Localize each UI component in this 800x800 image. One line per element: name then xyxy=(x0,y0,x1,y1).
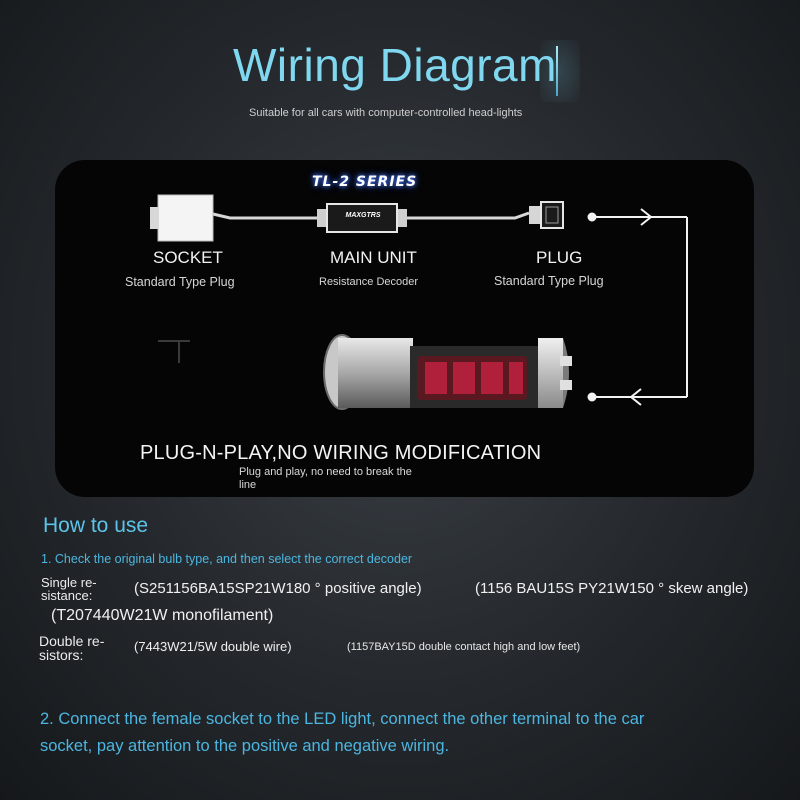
step-1-text: 1. Check the original bulb type, and the… xyxy=(41,552,413,566)
how-to-use-heading: How to use xyxy=(43,514,149,537)
cable-wire xyxy=(212,212,317,220)
cable-wire xyxy=(407,211,530,220)
page-title: Wiring Diagram xyxy=(233,39,557,91)
double-resistors-value: (7443W21/5W double wire) xyxy=(134,639,292,654)
double-resistors-label: Double re-sistors: xyxy=(39,633,105,663)
plug-n-play-caption: Plug and play, no need to break the line xyxy=(239,466,412,491)
single-resistance-value: (S251156BA15SP21W180 ° positive angle) xyxy=(134,580,422,597)
plug-n-play-slogan: PLUG-N-PLAY,NO WIRING MODIFICATION xyxy=(140,442,542,464)
plug-caption: Standard Type Plug xyxy=(494,274,604,288)
main-unit-decoder xyxy=(317,203,407,233)
single-resistance-value: (1156 BAU15S PY21W150 ° skew angle) xyxy=(475,580,749,597)
title-glow xyxy=(540,40,580,102)
socket-caption: Standard Type Plug xyxy=(125,275,235,289)
page-subtitle: Suitable for all cars with computer-cont… xyxy=(249,107,523,119)
led-bulb-illustration xyxy=(323,334,572,410)
flow-arrows xyxy=(587,208,688,406)
main-unit-label: MAIN UNIT xyxy=(330,248,417,267)
wiring-diagram-graphic xyxy=(150,194,688,410)
single-resistance-value: (T207440W21W monofilament) xyxy=(51,607,274,624)
series-label: TL-2 SERIES xyxy=(312,174,418,190)
connector-mark xyxy=(158,340,190,363)
single-resistance-label: Single re-sistance: xyxy=(41,575,97,603)
socket-connector xyxy=(150,194,214,242)
wiring-diagram-panel: TL-2 SERIES MAXGTRS SOCKET Standard Type… xyxy=(55,160,754,497)
plug-connector xyxy=(529,201,564,229)
main-unit-caption: Resistance Decoder xyxy=(319,276,419,288)
decoder-brand-label: MAXGTRS xyxy=(345,212,381,219)
title-cursor-bar xyxy=(556,46,558,96)
double-resistors-value: (1157BAY15D double contact high and low … xyxy=(347,641,581,653)
socket-label: SOCKET xyxy=(153,248,223,267)
step-2-text: 2. Connect the female socket to the LED … xyxy=(40,710,645,755)
plug-label: PLUG xyxy=(536,248,583,267)
